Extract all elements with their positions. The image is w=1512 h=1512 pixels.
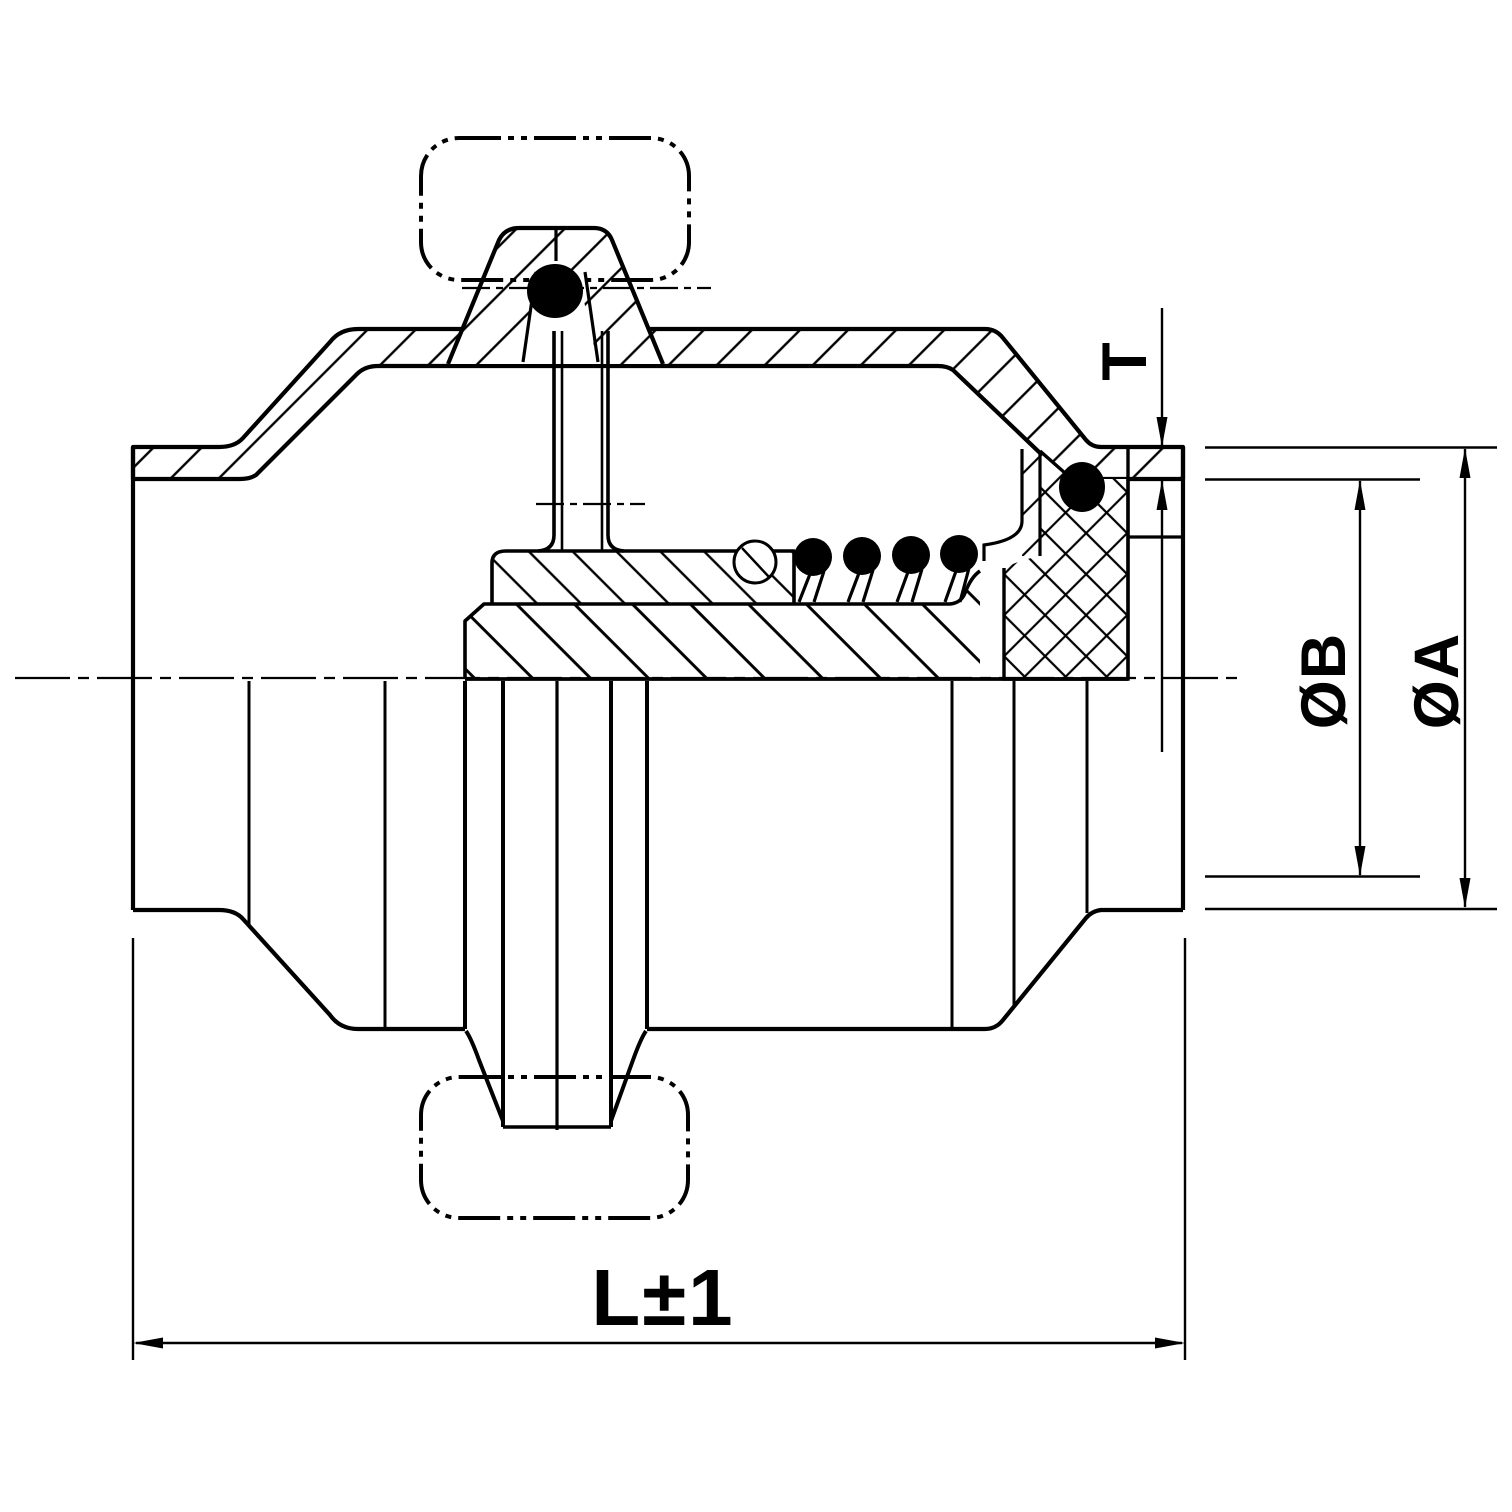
bonnet-channel-right xyxy=(583,271,600,363)
ferrule-flare-left xyxy=(464,1029,505,1122)
disc-vent-hatch xyxy=(741,547,770,578)
dim-label-bore-diameter: ØB xyxy=(1289,633,1359,730)
spring-coil-lines xyxy=(797,567,971,603)
bottom-outer-profile-left xyxy=(133,907,465,1032)
dim-label-outer-diameter: ØA xyxy=(1402,633,1472,730)
dim-label-length: L±1 xyxy=(591,1253,734,1342)
bottom-outer-profile-right xyxy=(647,907,1183,1032)
disc-plate-outline xyxy=(490,549,796,604)
spring-coil-2 xyxy=(843,537,881,575)
spring xyxy=(794,535,978,603)
disc-holder-fill xyxy=(465,571,980,679)
dim-ob-arrow-bottom xyxy=(1354,846,1366,876)
dim-overall-length: L±1 xyxy=(131,938,1187,1360)
dim-ob-arrow-top xyxy=(1354,480,1366,510)
dim-oa-arrow-bottom xyxy=(1459,878,1471,908)
valve-disc xyxy=(490,539,796,604)
spring-coil-1 xyxy=(794,538,832,576)
disc-plate-fill xyxy=(492,551,794,604)
ferrule-flare-right xyxy=(609,1029,648,1122)
clamp-phantoms xyxy=(419,136,691,1220)
spring-coil-4 xyxy=(940,535,978,573)
seat-core-hatch-2 xyxy=(1004,451,1128,679)
dim-label-thickness: T xyxy=(1090,341,1160,380)
dim-l-arrow-left xyxy=(133,1337,163,1349)
dim-l-arrow-right xyxy=(1155,1337,1185,1349)
clamp-phantom-bottom xyxy=(419,1075,690,1220)
dim-bore-diameter: ØB xyxy=(1205,478,1420,878)
dim-t-arrow-down xyxy=(1156,417,1168,447)
dim-wall-thickness: T xyxy=(1090,308,1168,752)
body-bottom-external xyxy=(133,681,1183,1130)
dim-t-arrow-up xyxy=(1156,480,1168,510)
dim-oa-arrow-top xyxy=(1459,448,1471,478)
dim-outer-diameter: ØA xyxy=(1205,446,1497,911)
bonnet-boss xyxy=(446,225,665,365)
o-ring-top xyxy=(527,264,583,318)
clamp-phantom-top xyxy=(419,136,691,282)
seat-insert xyxy=(982,447,1130,681)
bonnet-cone-outline xyxy=(446,225,665,365)
disc-holder xyxy=(463,569,982,679)
seat-sleeve-outline xyxy=(982,449,1042,561)
disc-holder-outline xyxy=(463,569,982,679)
o-ring-seat xyxy=(1059,462,1105,512)
centerlines xyxy=(15,286,1240,680)
seat-sleeve-fill xyxy=(1022,450,1040,556)
spring-coil-3 xyxy=(892,536,930,574)
